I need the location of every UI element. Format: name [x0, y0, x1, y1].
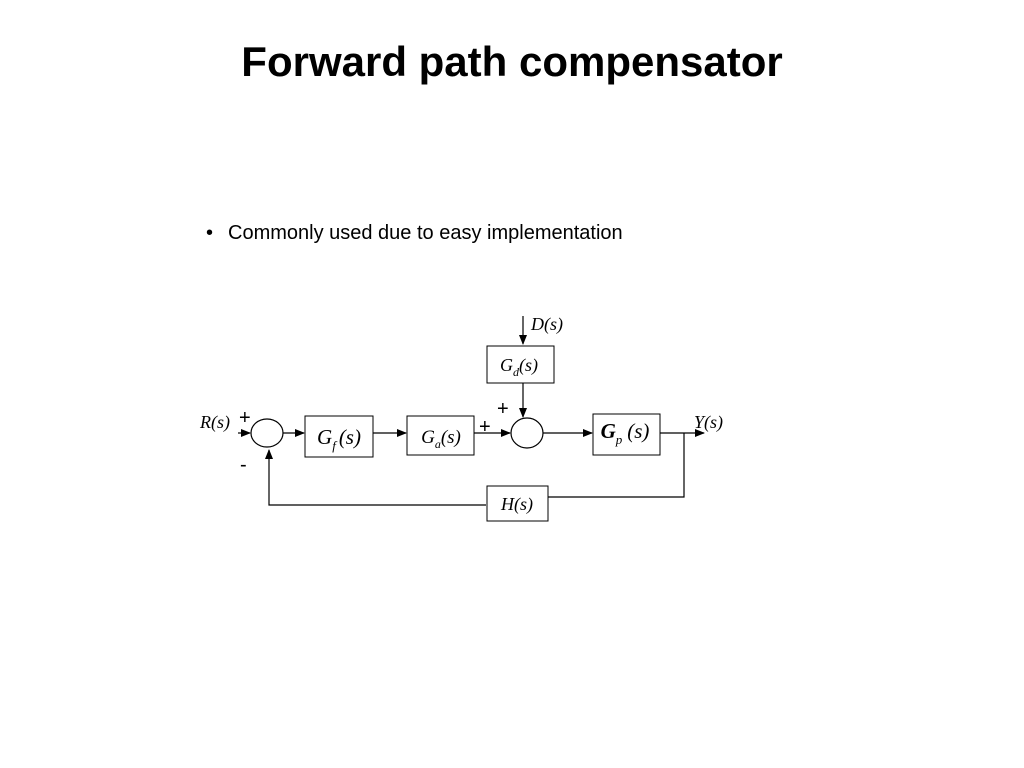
junction1-plus-sign: +: [239, 407, 251, 429]
plant-label: Gp(s): [601, 419, 650, 447]
summing-junction-1: [250, 418, 284, 448]
disturbance-block: [486, 345, 555, 384]
junction2-plus-sign-left: +: [479, 416, 491, 438]
disturbance-label: D(s): [530, 314, 563, 335]
slide-title: Forward path compensator: [241, 38, 783, 85]
feedback-block: [486, 485, 549, 522]
output-label: Y(s): [694, 412, 723, 433]
actuator-block: [406, 415, 475, 456]
junction1-minus-sign: -: [240, 454, 247, 476]
forward-compensator-block: [304, 415, 374, 458]
summing-junction-2: [510, 417, 544, 449]
actuator-label: Ga(s): [421, 427, 461, 451]
junction2-plus-sign-top: +: [497, 398, 509, 420]
feedback-label: H(s): [500, 494, 533, 515]
forward-compensator-label: Gf(s): [317, 425, 361, 453]
output-takeoff-line: [548, 433, 685, 498]
bullet-item: • Commonly used due to easy implementati…: [206, 220, 623, 246]
bullet-list: • Commonly used due to easy implementati…: [206, 220, 623, 246]
plant-block: [592, 413, 661, 456]
bullet-dot-icon: •: [206, 222, 214, 244]
input-label: R(s): [199, 412, 230, 433]
feedback-return-line: [265, 449, 486, 506]
bullet-text: Commonly used due to easy implementation: [228, 222, 623, 244]
disturbance-block-label: Gd(s): [500, 355, 538, 379]
